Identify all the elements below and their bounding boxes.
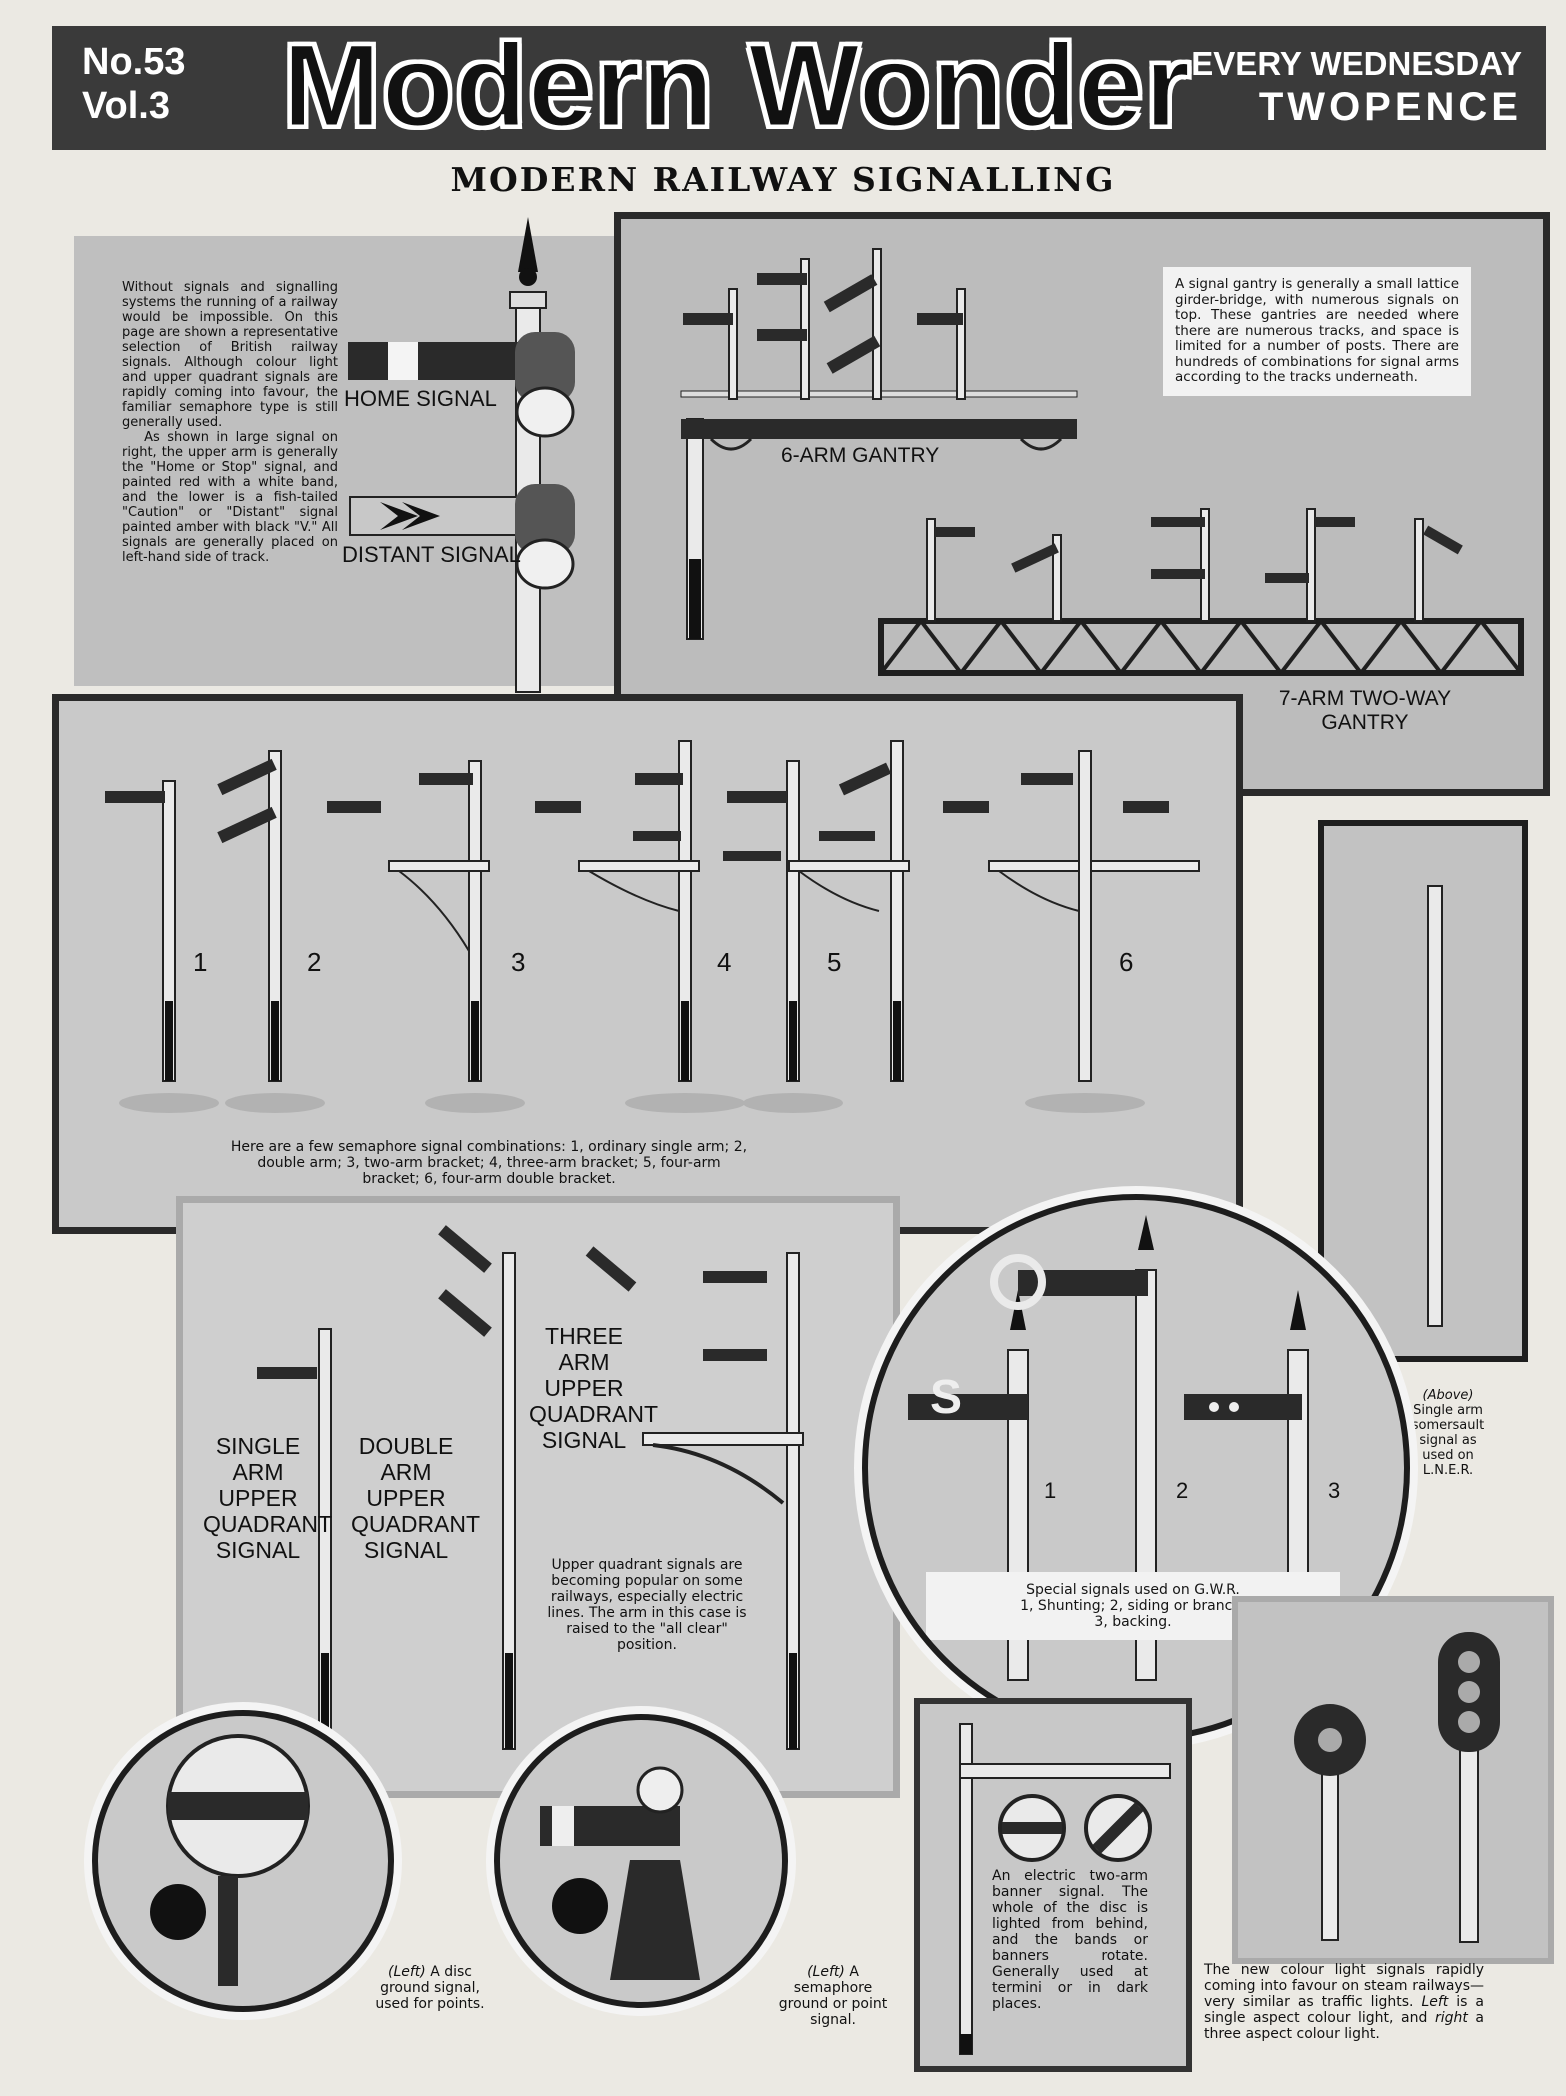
single-arm-label-line-2: ARM <box>232 1459 284 1485</box>
disc-ground-illustration <box>150 1734 310 1986</box>
semaphore-illustration <box>105 740 1200 1113</box>
colour-light-panel <box>1232 1596 1554 1964</box>
upper-quadrant-caption: Upper quadrant signals are becoming popu… <box>547 1557 747 1653</box>
banner-caption: An electric two-arm banner signal. The w… <box>992 1868 1148 2012</box>
single-arm-label: SINGLE ARM UPPER QUADRANT SIGNAL <box>203 1433 333 1563</box>
somersault-panel <box>1318 820 1528 1362</box>
three-arm-label-line-1: THREE <box>545 1323 623 1349</box>
colour-light-caption-end: a three aspect colour light. <box>1204 2010 1485 2042</box>
home-signal-label: HOME SIGNAL <box>344 386 497 411</box>
gwr-number-3: 3 <box>1328 1478 1341 1503</box>
volume-number: Vol.3 <box>82 85 170 127</box>
single-arm-label-line-4: QUADRANT <box>203 1511 333 1537</box>
intro-paragraph-1: Without signals and signalling systems t… <box>122 280 338 430</box>
seven-arm-gantry-label-line-1: 7-ARM TWO-WAY <box>1278 687 1452 710</box>
gwr-caption-line-3: 3, backing. <box>1094 1614 1172 1630</box>
single-arm-label-line-5: SIGNAL <box>215 1537 301 1563</box>
price: TWOPENCE <box>1258 85 1522 129</box>
frequency: EVERY WEDNESDAY <box>1191 45 1522 82</box>
double-arm-label: DOUBLE ARM UPPER QUADRANT SIGNAL <box>351 1433 481 1563</box>
three-arm-label-line-5: SIGNAL <box>541 1427 627 1453</box>
price-block: EVERY WEDNESDAY TWOPENCE <box>1191 44 1522 130</box>
double-arm-label-line-5: SIGNAL <box>363 1537 449 1563</box>
gantry-illustration <box>680 248 1524 676</box>
gantry-caption: A signal gantry is generally a small lat… <box>1163 267 1471 396</box>
distant-signal-label: DISTANT SIGNAL <box>342 542 521 567</box>
semaphore-number-3: 3 <box>511 947 526 977</box>
somersault-caption-text: Single arm somersault signal as used on … <box>1411 1403 1485 1478</box>
disc-ground-caption-text: A disc ground signal, used for points. <box>375 1964 485 2012</box>
semaphore-number-2: 2 <box>307 947 322 977</box>
six-arm-gantry-label: 6-ARM GANTRY <box>781 444 940 467</box>
single-arm-label-line-1: SINGLE <box>215 1433 301 1459</box>
three-arm-label-line-3: UPPER <box>544 1375 624 1401</box>
semaphore-number-5: 5 <box>827 947 842 977</box>
gwr-caption-line-2: 1, Shunting; 2, siding or branch; <box>1020 1598 1246 1614</box>
three-arm-label-line-2: ARM <box>558 1349 610 1375</box>
gwr-s-letter: S <box>930 1371 963 1424</box>
three-arm-label: THREE ARM UPPER QUADRANT SIGNAL <box>529 1323 659 1453</box>
somersault-caption: (Above) Single arm somersault signal as … <box>1408 1388 1488 1478</box>
somersault-caption-em: (Above) <box>1422 1388 1474 1403</box>
semaphore-caption: Here are a few semaphore signal combinat… <box>230 1139 748 1187</box>
semaphore-number-1: 1 <box>193 947 208 977</box>
colour-light-illustration <box>1294 1632 1500 1943</box>
semaphore-ground-illustration <box>540 1766 700 1980</box>
double-arm-label-line-3: UPPER <box>366 1485 446 1511</box>
banner-illustration <box>959 1723 1171 2055</box>
masthead: No.53 Vol.3 Modern Wonder EVERY WEDNESDA… <box>52 26 1546 150</box>
upper-quadrant-illustration <box>257 1225 804 1750</box>
home-distant-signal-illustration <box>348 217 575 693</box>
issue-block: No.53 Vol.3 <box>82 40 185 128</box>
semaphore-ground-caption-text: A semaphore ground or point signal. <box>778 1964 888 2028</box>
colour-light-caption-text: The new colour light signals rapidly com… <box>1204 1962 1484 2010</box>
intro-text: Without signals and signalling systems t… <box>122 280 338 565</box>
disc-ground-caption-em: (Left) <box>387 1964 426 1980</box>
semaphore-ground-caption: (Left) A semaphore ground or point signa… <box>768 1964 898 2028</box>
three-arm-label-line-4: QUADRANT <box>529 1401 659 1427</box>
somersault-illustration <box>1427 885 1443 1327</box>
disc-ground-circle <box>92 1710 394 2012</box>
upper-quadrant-panel: SINGLE ARM UPPER QUADRANT SIGNAL DOUBLE … <box>176 1196 900 1798</box>
single-arm-label-line-3: UPPER <box>218 1485 298 1511</box>
semaphore-panel: 1 2 3 4 5 6 Here are a few semaphore sig… <box>52 694 1243 1234</box>
colour-light-caption: The new colour light signals rapidly com… <box>1204 1962 1484 2042</box>
seven-arm-gantry-label-line-2: GANTRY <box>1321 711 1409 734</box>
banner-panel: An electric two-arm banner signal. The w… <box>914 1698 1192 2072</box>
semaphore-ground-caption-em: (Left) <box>807 1964 845 1980</box>
colour-light-left-em: Left <box>1421 1994 1449 2010</box>
gwr-number-2: 2 <box>1176 1478 1189 1503</box>
colour-light-right-em: right <box>1434 2010 1468 2026</box>
gwr-number-1: 1 <box>1044 1478 1057 1503</box>
double-arm-label-line-4: QUADRANT <box>351 1511 481 1537</box>
seven-arm-gantry-label: 7-ARM TWO-WAY GANTRY <box>1255 687 1475 735</box>
magazine-title: Modern Wonder <box>281 20 1192 152</box>
double-arm-label-line-2: ARM <box>380 1459 432 1485</box>
semaphore-number-4: 4 <box>717 947 732 977</box>
semaphore-ground-circle <box>494 1714 788 2008</box>
colour-light-caption-mid: is a single aspect colour light, and <box>1204 1994 1485 2026</box>
semaphore-number-6: 6 <box>1119 947 1134 977</box>
disc-ground-caption: (Left) A disc ground signal, used for po… <box>370 1964 490 2012</box>
issue-number: No.53 <box>82 41 186 83</box>
page-headline: MODERN RAILWAY SIGNALLING <box>450 160 1116 199</box>
intro-paragraph-2: As shown in large signal on right, the u… <box>122 430 339 565</box>
gwr-caption-line-1: Special signals used on G.W.R. <box>1026 1582 1240 1598</box>
double-arm-label-line-1: DOUBLE <box>358 1433 454 1459</box>
